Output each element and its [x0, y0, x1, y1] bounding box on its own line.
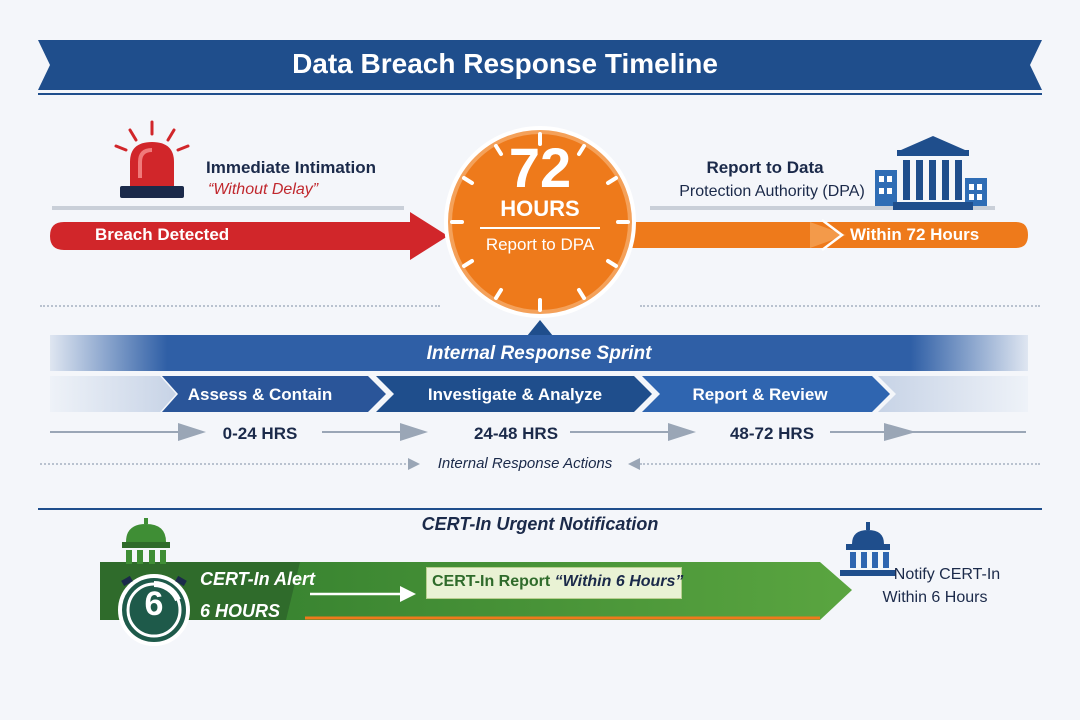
- breach-detected-arrow: [50, 212, 448, 260]
- time-range-arrows: [50, 423, 1026, 441]
- cert-building-blue-icon: [840, 522, 896, 576]
- range-24-48: 24-48 HRS: [473, 424, 559, 443]
- internal-response-actions-label: Internal Response Actions: [437, 455, 613, 472]
- page-title: Data Breach Response Timeline: [292, 48, 718, 79]
- sprint-title: Internal Response Sprint: [426, 343, 652, 364]
- pointer-triangle: [527, 320, 553, 336]
- notify-cert-in-line1: Notify CERT-In: [893, 566, 1001, 583]
- actions-dots-left: [40, 463, 410, 465]
- range-0-24: 0-24 HRS: [222, 424, 298, 443]
- dotted-separator-right: [640, 305, 1040, 307]
- cert-report-label: CERT-In Report “Within 6 Hours”: [432, 573, 683, 591]
- timer-6-hours-icon: [118, 574, 190, 646]
- phase-chevron-1: [162, 376, 386, 412]
- within-72-hours-label: Within 72 Hours: [850, 225, 980, 244]
- cert-alert-hours: 6 HOURS: [200, 601, 281, 621]
- title-banner: [38, 40, 1042, 95]
- right-divider: [650, 206, 995, 210]
- breach-detected-label: Breach Detected: [95, 225, 230, 244]
- immediate-intimation-heading: Immediate Intimation: [206, 158, 377, 177]
- clock-number: 72: [508, 136, 572, 199]
- clock-caption: Report to DPA: [485, 235, 595, 254]
- sprint-phases: [50, 376, 1028, 412]
- phase-label-assess: Assess & Contain: [187, 385, 333, 404]
- phase-label-investigate: Investigate & Analyze: [427, 385, 603, 404]
- sprint-banner: [50, 335, 1028, 371]
- protection-authority-heading: Protection Authority (DPA): [679, 183, 865, 200]
- actions-dots-right: [640, 463, 1040, 465]
- cert-report-prefix: CERT-In Report: [432, 573, 555, 590]
- clock-unit: HOURS: [500, 196, 580, 221]
- phase-chevron-2: [376, 376, 652, 412]
- without-delay-quote: “Without Delay”: [208, 181, 319, 198]
- cert-report-quote: “Within 6 Hours”: [554, 573, 684, 590]
- government-building-icon: [875, 136, 987, 210]
- range-48-72: 48-72 HRS: [729, 424, 815, 443]
- cert-section-divider: [38, 508, 1042, 510]
- cert-building-green-icon: [122, 518, 170, 564]
- siren-icon: [114, 120, 190, 198]
- within-72-hours-arrow: [610, 219, 1028, 251]
- cert-report-box: [426, 567, 682, 599]
- dotted-separator-left: [40, 305, 440, 307]
- phase-chevron-3: [642, 376, 890, 412]
- timer-number: 6: [144, 585, 164, 623]
- phase-label-report: Report & Review: [692, 385, 828, 404]
- left-divider: [52, 206, 404, 210]
- notify-cert-in-line2: Within 6 Hours: [882, 589, 988, 606]
- report-to-data-heading: Report to Data: [706, 158, 824, 177]
- cert-alert-label: CERT-In Alert: [200, 569, 316, 589]
- cert-section-title: CERT-In Urgent Notification: [421, 514, 659, 534]
- clock-72-hours-icon: [444, 126, 636, 318]
- actions-arrows: [408, 458, 640, 470]
